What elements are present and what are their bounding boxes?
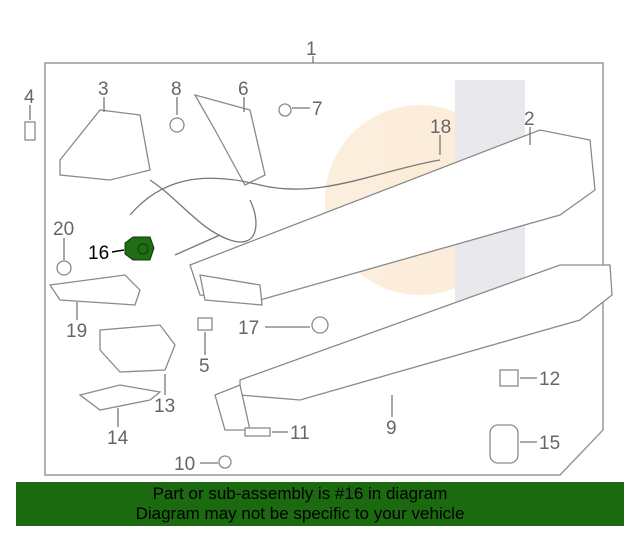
callout-3: 3 (98, 79, 109, 100)
callout-5: 5 (199, 356, 210, 377)
part-16-highlighted[interactable] (124, 236, 155, 261)
callout-15: 15 (539, 433, 560, 454)
callout-19: 19 (66, 321, 87, 342)
part-19[interactable] (48, 274, 141, 306)
part-12[interactable] (499, 369, 519, 387)
callout-8: 8 (171, 79, 182, 100)
callout-20: 20 (53, 219, 74, 240)
callout-18: 18 (430, 117, 451, 138)
part-7[interactable] (278, 103, 292, 117)
part-step-pad[interactable] (239, 264, 613, 401)
part-3[interactable] (59, 109, 151, 181)
callout-13: 13 (154, 396, 175, 417)
callout-1: 1 (306, 39, 317, 60)
callout-2: 2 (524, 109, 535, 130)
info-banner: Part or sub-assembly is #16 in diagram D… (16, 482, 624, 526)
banner-line-2: Diagram may not be specific to your vehi… (135, 504, 465, 523)
part-8[interactable] (169, 117, 185, 133)
part-4[interactable] (24, 121, 36, 141)
callout-4: 4 (24, 87, 35, 108)
part-10[interactable] (218, 455, 232, 469)
part-6[interactable] (193, 93, 266, 186)
callout-6: 6 (238, 79, 249, 100)
part-17[interactable] (311, 316, 329, 334)
part-harness[interactable] (129, 159, 441, 256)
part-11[interactable] (244, 427, 271, 437)
part-5[interactable] (197, 317, 213, 331)
part-15[interactable] (489, 424, 519, 464)
callout-7: 7 (312, 99, 323, 120)
callout-10: 10 (174, 454, 195, 475)
part-20[interactable] (56, 260, 72, 276)
callout-11: 11 (290, 423, 310, 444)
banner-line-1: Part or sub-assembly is #16 in diagram (152, 484, 448, 503)
callout-9: 9 (386, 418, 397, 439)
callout-12: 12 (539, 369, 560, 390)
parts-diagram: 1 2 3 4 5 6 7 8 9 10 11 12 13 14 15 16 1… (24, 39, 613, 476)
callout-14: 14 (107, 428, 129, 449)
part-13[interactable] (99, 324, 176, 373)
callout-17: 17 (238, 318, 259, 339)
callout-16: 16 (88, 243, 109, 264)
part-14[interactable] (78, 384, 162, 411)
